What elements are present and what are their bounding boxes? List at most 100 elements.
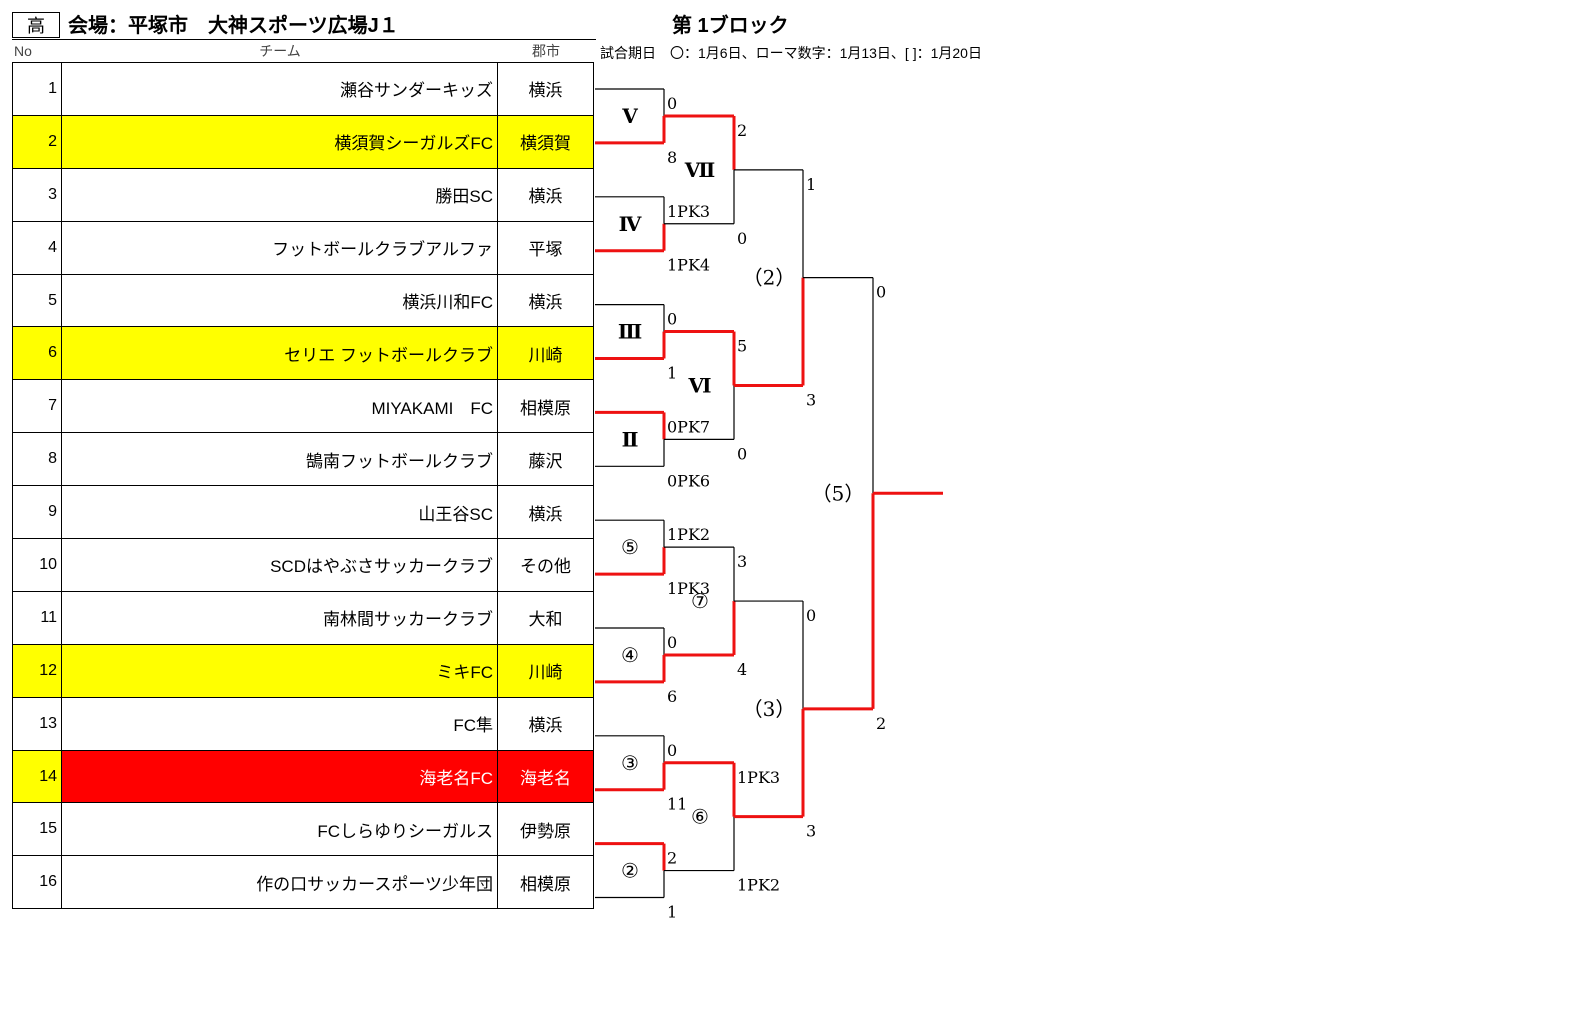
team-city: 横浜	[497, 485, 594, 540]
team-name: 海老名FC	[61, 749, 498, 804]
team-city: 海老名	[497, 749, 594, 804]
score-top: 1PK3	[667, 202, 710, 221]
team-city: その他	[497, 538, 594, 592]
team-name: SCDはやぶさサッカークラブ	[61, 538, 498, 592]
score-bottom: 0	[737, 229, 747, 248]
score-bottom: 1PK2	[737, 876, 780, 895]
venue-title: 会場：平塚市 大神スポーツ広場J１	[68, 15, 399, 37]
score-top: 0	[806, 606, 816, 625]
team-city: 横浜	[497, 696, 594, 751]
team-city: 相模原	[497, 855, 594, 910]
team-city: 川崎	[497, 326, 594, 381]
score-top: 1PK3	[737, 768, 780, 787]
score-bottom: 8	[667, 148, 677, 167]
score-top: 5	[737, 337, 747, 356]
team-city: 相模原	[497, 379, 594, 434]
score-top: 0	[667, 310, 677, 329]
score-bottom: 1PK4	[667, 256, 710, 275]
team-city: 藤沢	[497, 432, 594, 487]
column-header-no: No	[14, 43, 32, 59]
match-label: ③	[621, 751, 639, 775]
team-city: 横浜	[497, 62, 594, 116]
column-header-city: 郡市	[532, 43, 560, 59]
title-divider	[12, 39, 596, 40]
score-top: 0	[667, 94, 677, 113]
match-label: ⑦	[691, 589, 709, 613]
level-label: 高	[12, 12, 60, 38]
score-bottom: 0PK6	[667, 471, 710, 490]
column-header-team: チーム	[259, 43, 301, 59]
schedule-note: 試合期日 〇：1月6日、ローマ数字：1月13日、[ ]：1月20日	[600, 45, 982, 61]
score-top: 3	[737, 552, 747, 571]
score-bottom: 3	[806, 390, 816, 409]
score-top: 1PK2	[667, 525, 710, 544]
match-label: ④	[621, 643, 639, 667]
team-name: 横浜川和FC	[61, 273, 498, 328]
team-name: セリエ フットボールクラブ	[61, 326, 498, 381]
match-label: Ⅴ	[621, 104, 638, 128]
match-label: ②	[621, 859, 639, 883]
team-name: ミキFC	[61, 643, 498, 698]
score-top: 0PK7	[667, 417, 710, 436]
score-bottom: 1PK3	[667, 579, 710, 598]
team-name: 山王谷SC	[61, 485, 498, 540]
match-label: Ⅲ	[618, 320, 642, 344]
match-label: ⑥	[691, 805, 709, 829]
team-name: 鵠南フットボールクラブ	[61, 432, 498, 487]
match-label: （3）	[743, 697, 796, 721]
score-bottom: 11	[667, 795, 687, 814]
score-top: 0	[667, 633, 677, 652]
match-label: Ⅶ	[684, 158, 716, 182]
team-city: 伊勢原	[497, 802, 594, 857]
team-name: 瀬谷サンダーキッズ	[61, 62, 498, 116]
score-bottom: 0	[737, 444, 747, 463]
team-city: 川崎	[497, 643, 594, 698]
team-number: 2	[12, 114, 62, 169]
team-name: 作の口サッカースポーツ少年団	[61, 855, 498, 910]
team-name: 南林間サッカークラブ	[61, 590, 498, 645]
match-label: Ⅳ	[619, 212, 642, 236]
match-label: （5）	[812, 481, 865, 505]
score-bottom: 2	[876, 714, 886, 733]
team-number: 11	[12, 590, 62, 645]
block-title: 第 1ブロック	[672, 15, 789, 37]
team-number: 14	[12, 749, 62, 804]
score-bottom: 4	[737, 660, 747, 679]
team-city: 平塚	[497, 220, 594, 275]
team-number: 16	[12, 855, 62, 910]
team-number: 6	[12, 326, 62, 381]
team-name: 横須賀シーガルズFC	[61, 114, 498, 169]
match-label: ⑤	[621, 535, 639, 559]
team-number: 5	[12, 273, 62, 328]
score-top: 0	[876, 283, 886, 302]
score-top: 2	[737, 121, 747, 140]
score-bottom: 1	[667, 903, 677, 922]
team-name: フットボールクラブアルファ	[61, 220, 498, 275]
match-label: Ⅵ	[688, 373, 712, 397]
score-bottom: 1	[667, 364, 677, 383]
team-city: 大和	[497, 590, 594, 645]
score-bottom: 3	[806, 822, 816, 841]
score-top: 1	[806, 175, 816, 194]
team-name: MIYAKAMI FC	[61, 379, 498, 434]
score-top: 0	[667, 741, 677, 760]
team-city: 横浜	[497, 167, 594, 222]
team-number: 12	[12, 643, 62, 698]
team-number: 13	[12, 696, 62, 751]
team-number: 4	[12, 220, 62, 275]
